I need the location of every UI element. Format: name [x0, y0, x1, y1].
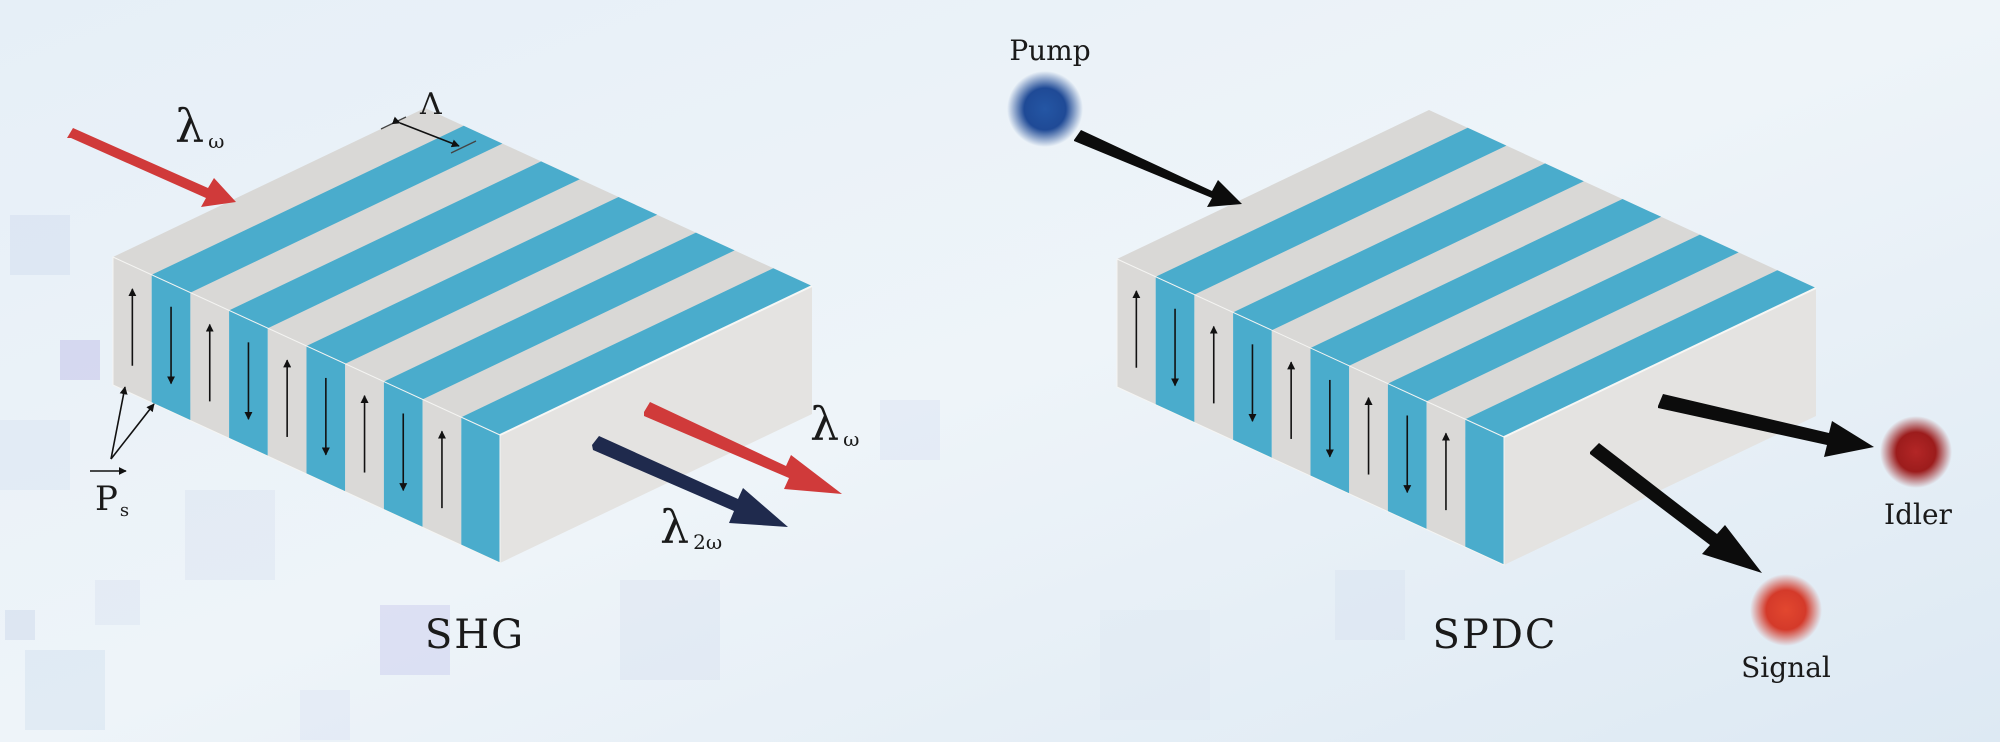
background-square	[185, 490, 275, 580]
background-square	[880, 400, 940, 460]
spdc-crystal	[1116, 110, 1817, 566]
background-squares	[0, 215, 1405, 740]
background-square	[620, 580, 720, 680]
pump-photon	[1007, 71, 1083, 147]
crystal-front-outline	[1116, 258, 1505, 566]
background-square	[380, 605, 450, 675]
crystal-top-edge	[499, 285, 813, 436]
background-square	[60, 340, 100, 380]
domain-stripe	[1465, 270, 1816, 437]
idler-beam	[1658, 394, 1874, 457]
crystal-side-face	[500, 286, 812, 563]
background-square	[0, 420, 70, 490]
shg-crystal	[112, 108, 813, 564]
background-square	[300, 690, 350, 740]
domain-stripe	[229, 161, 580, 329]
domain-stripe	[1155, 127, 1507, 295]
signal-label: Signal	[1741, 651, 1831, 684]
crystal-top-edge	[1503, 287, 1817, 438]
period-label: Λ	[419, 87, 442, 122]
background-square	[95, 580, 140, 625]
shg-output-blue-beam	[592, 436, 788, 527]
signal-photon	[1750, 574, 1822, 646]
signal-beam	[1590, 443, 1762, 573]
idler-photon	[1880, 416, 1952, 488]
pump-label: Pump	[1009, 34, 1090, 67]
domain-stripe	[1310, 199, 1662, 366]
spdc-caption: SPDC	[1433, 612, 1558, 658]
background-square	[1100, 610, 1210, 720]
crystal-side-face	[1504, 288, 1816, 565]
domain-stripe	[306, 197, 658, 364]
shg-output-red-beam	[644, 402, 842, 494]
domain-stripe	[1387, 234, 1739, 402]
crystal-front-outline	[112, 256, 501, 564]
domain-front	[1465, 419, 1504, 565]
shg-input-red-beam	[67, 128, 236, 207]
ps-vectors	[90, 386, 155, 475]
domain-stripe	[1233, 163, 1584, 331]
shg-caption: SHG	[425, 612, 525, 658]
domain-stripe	[383, 232, 735, 400]
background-square	[5, 610, 35, 640]
domain-stripe	[461, 268, 812, 435]
domain-front	[461, 417, 500, 563]
period-marker	[380, 116, 477, 154]
background-square	[25, 650, 105, 730]
domain-stripe	[151, 125, 503, 293]
idler-label: Idler	[1884, 498, 1953, 531]
background-square	[1335, 570, 1405, 640]
background-square	[10, 215, 70, 275]
pump-beam	[1074, 130, 1242, 207]
